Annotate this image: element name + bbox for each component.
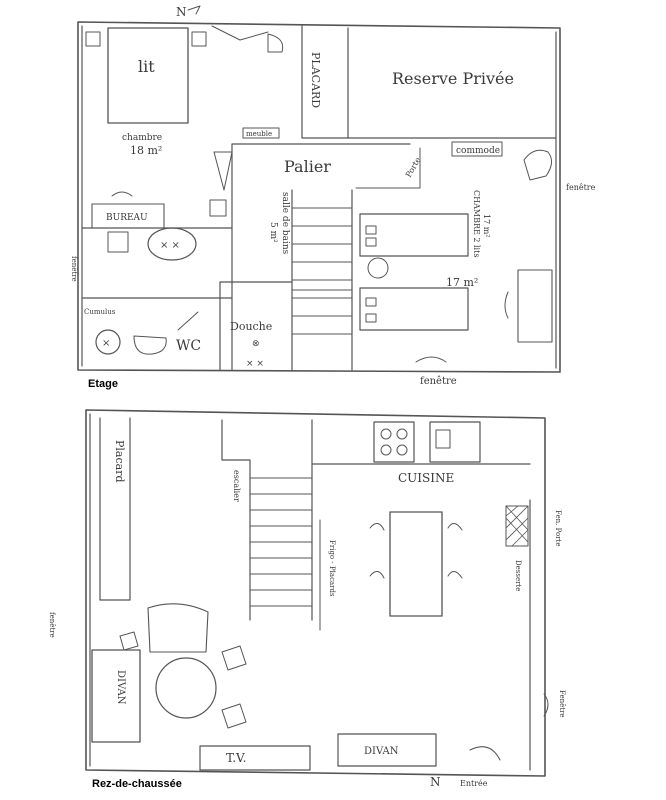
fenetre-left-ground-label: fenêtre [48,612,56,638]
ground-staircase [221,419,313,621]
sink [429,421,481,463]
stove [373,421,415,463]
svg-text:× ×: × × [246,359,264,369]
fenetre-right-label: fenêtre [566,183,596,192]
fenetre-right-ground-label: Fenêtre [558,690,566,718]
tv-unit [199,745,311,771]
divan-bottom-label: DIVAN [364,746,399,757]
salle-label: salle de bains [280,192,290,255]
upper-floor-plan: lit PLACARD Reserve Privée chambre 18 m²… [70,5,596,387]
cuisine-label: CUISINE [398,471,454,485]
upper-north-label: N [176,5,187,19]
ground-floor-plan: Placard escalier CUISINE Frigo - Placard… [48,409,566,789]
commode-label: commode [456,146,500,156]
divan-bottom [337,733,437,767]
upper-outer-wall [77,21,561,373]
palier-label: Palier [284,157,331,176]
wc-label: WC [176,338,201,354]
desk [91,203,165,229]
svg-text:×: × [102,338,110,349]
master-bed [107,27,189,124]
nightstand-left [85,31,101,47]
twin-bed-2 [359,287,469,331]
chambre2-label: CHAMBRE 2 lits [472,190,481,257]
salle-area: 5 m² [268,222,278,243]
desserte-label: Desserte [514,560,522,591]
ground-outer-wall [85,409,546,777]
svg-text:⊗: ⊗ [252,339,260,349]
caption-upper-floor: Etage [88,378,118,390]
escalier-label: escalier [232,470,241,502]
placard-label: Placard [113,440,126,483]
douche-label: Douche [230,320,272,333]
round-table-ground [155,657,217,719]
entree-label: Entrée [460,779,488,788]
armchair [147,603,209,653]
upper-staircase [291,189,353,371]
bureau-label: BUREAU [106,213,148,223]
cumulus-label: Cumulus [84,308,116,316]
divan-left-label: DIVAN [115,670,126,705]
round-table-upper [147,227,197,261]
meuble-label: meuble [246,130,272,138]
bed-label: lit [138,57,155,76]
cumulus-tank [95,329,121,355]
nightstand-right [191,31,207,47]
fenetre-porte-label: Fen. Porte [554,510,562,547]
chambre2-area: 17 m² [482,214,491,238]
svg-text:× ×: × × [160,240,180,251]
frigo-label: Frigo - Placards [328,540,336,597]
fenetre-bottom-label: fenêtre [420,376,457,387]
divan-left [91,649,141,743]
tv-label: T.V. [226,751,246,765]
ground-north-label: N [430,775,441,789]
commode [451,141,503,157]
reserve-label: Reserve Privée [392,69,514,88]
caption-ground-floor: Rez-de-chaussée [92,778,182,790]
closet-outline [301,25,349,139]
closet-label: PLACARD [309,52,322,108]
fenetre-left-label: fenêtre [70,256,78,282]
room2-area: 17 m² [446,276,478,289]
desk-right [517,269,553,343]
chambre-area: 18 m² [130,144,162,157]
twin-bed-1 [359,213,469,257]
dining-table [389,511,443,617]
chambre-label: chambre [122,133,162,143]
